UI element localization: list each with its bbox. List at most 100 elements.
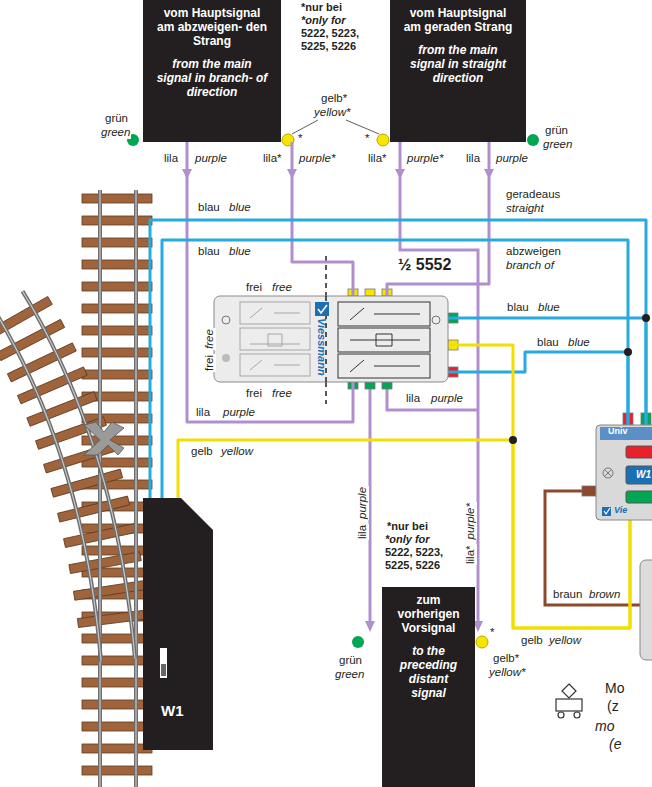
sleeper — [82, 678, 152, 687]
sleeper — [82, 348, 152, 357]
control-module: UnivW1Vie — [596, 425, 652, 520]
module-edge — [640, 560, 652, 660]
wire-label: yellow* — [488, 666, 526, 679]
sleeper — [82, 238, 152, 247]
junction-dot — [624, 348, 632, 356]
node-text: Viessmann — [316, 318, 328, 376]
wire-label: purple — [356, 486, 369, 520]
wire-label: brown — [588, 588, 621, 601]
sleeper — [82, 722, 152, 731]
wire-label: blau — [536, 336, 560, 349]
wire-label: purple — [194, 152, 228, 165]
sleeper — [58, 496, 130, 522]
english-text: to the preceding distant signal — [395, 644, 462, 700]
arrowhead — [365, 621, 375, 632]
sleeper — [77, 610, 150, 628]
rail-head — [135, 190, 136, 787]
sleeper — [51, 469, 123, 497]
wire-label: lila — [356, 524, 369, 540]
english-text: from the main signal in branch- of direc… — [156, 57, 268, 99]
wire-label: branch of — [505, 259, 555, 272]
wire-label: * — [364, 132, 370, 145]
rail-head — [0, 309, 101, 662]
rotated-label: lila* purple* — [460, 498, 478, 565]
wire-label: lila* — [464, 544, 477, 565]
wire — [448, 318, 646, 425]
wire — [162, 240, 628, 498]
wire-label: yellow* — [313, 106, 351, 119]
rotated-label: freifree — [199, 324, 217, 372]
wire-label: grün — [338, 654, 363, 667]
wire-label: blau — [197, 201, 221, 214]
rail-head — [99, 190, 100, 787]
wire-label: blue — [228, 201, 252, 214]
wire-label: straight — [505, 202, 545, 215]
signal-source-box: vom Hauptsignal am abzweigen- den Strang… — [143, 0, 281, 142]
leader-line — [292, 120, 318, 134]
wire-label: lila — [163, 152, 179, 165]
rail-head — [22, 291, 134, 658]
junction-dot — [642, 314, 650, 322]
german-text: vom Hauptsignal am geraden Strang — [403, 6, 513, 34]
sleeper — [82, 194, 152, 203]
wheel — [558, 712, 564, 718]
wire-label: purple* — [464, 502, 477, 540]
wire-label: braun — [552, 588, 583, 601]
wire-label: free — [271, 387, 293, 400]
diamond — [562, 684, 576, 698]
wire — [387, 389, 478, 410]
wire-label: * — [489, 626, 495, 639]
divider-line — [325, 382, 327, 404]
terminal — [582, 486, 596, 496]
wire-label: *only for — [300, 14, 347, 27]
sleeper — [82, 370, 152, 379]
wire-label: lila — [195, 406, 211, 419]
sleeper — [82, 634, 152, 643]
terminal — [382, 382, 392, 389]
wire-label: blau — [506, 301, 530, 314]
wire-label: blue — [567, 336, 591, 349]
wire-label: blau — [197, 245, 221, 258]
sleeper — [82, 304, 152, 313]
wire-label: purple — [430, 392, 464, 405]
wire-label: gelb — [190, 445, 214, 458]
english-text: from the main signal in straight directi… — [403, 43, 513, 85]
wire — [150, 220, 646, 498]
relay-module: ½ 5552Viessmann — [214, 296, 448, 382]
wire-label: blue — [228, 245, 252, 258]
german-text: vom Hauptsignal am abzweigen- den Strang — [156, 6, 268, 48]
german-text: zum vorherigen Vorsignal — [395, 593, 462, 635]
rail — [22, 291, 134, 658]
wire-label: purple — [222, 406, 256, 419]
wire-label: * — [297, 132, 303, 145]
car-symbol — [556, 684, 582, 718]
relay-face — [214, 296, 448, 382]
signal-source-box: vom Hauptsignal am geraden Strang from th… — [390, 0, 526, 142]
node-text: W1 — [636, 469, 651, 480]
wire-label: *nur bei — [386, 520, 429, 533]
yellow-lamp — [476, 636, 488, 648]
green-lamp — [352, 636, 364, 648]
wheel — [574, 712, 580, 718]
leader-line — [346, 120, 379, 134]
wire-label: free — [203, 328, 216, 350]
wire-label: 5222, 5223, 5225, 5226 — [300, 27, 372, 53]
sleeper — [82, 700, 152, 709]
sleeper — [82, 458, 152, 467]
wire-label: lila — [465, 152, 481, 165]
turnout-track — [0, 190, 152, 787]
wire-label: purple* — [298, 152, 336, 165]
node-text: Vie — [614, 506, 627, 516]
junction-dot — [509, 436, 517, 444]
sleeper — [69, 552, 141, 574]
wire-label: mo — [594, 718, 615, 734]
wire-label: yellow — [220, 445, 254, 458]
wire-label: lila* — [367, 152, 388, 165]
wire-label: yellow — [548, 634, 582, 647]
green-lamp — [527, 134, 539, 146]
wire-label: (e — [608, 736, 622, 752]
sleeper — [82, 546, 152, 555]
wire-label: grün — [544, 124, 569, 137]
rail — [134, 190, 138, 787]
yellow-lamp — [377, 134, 389, 146]
